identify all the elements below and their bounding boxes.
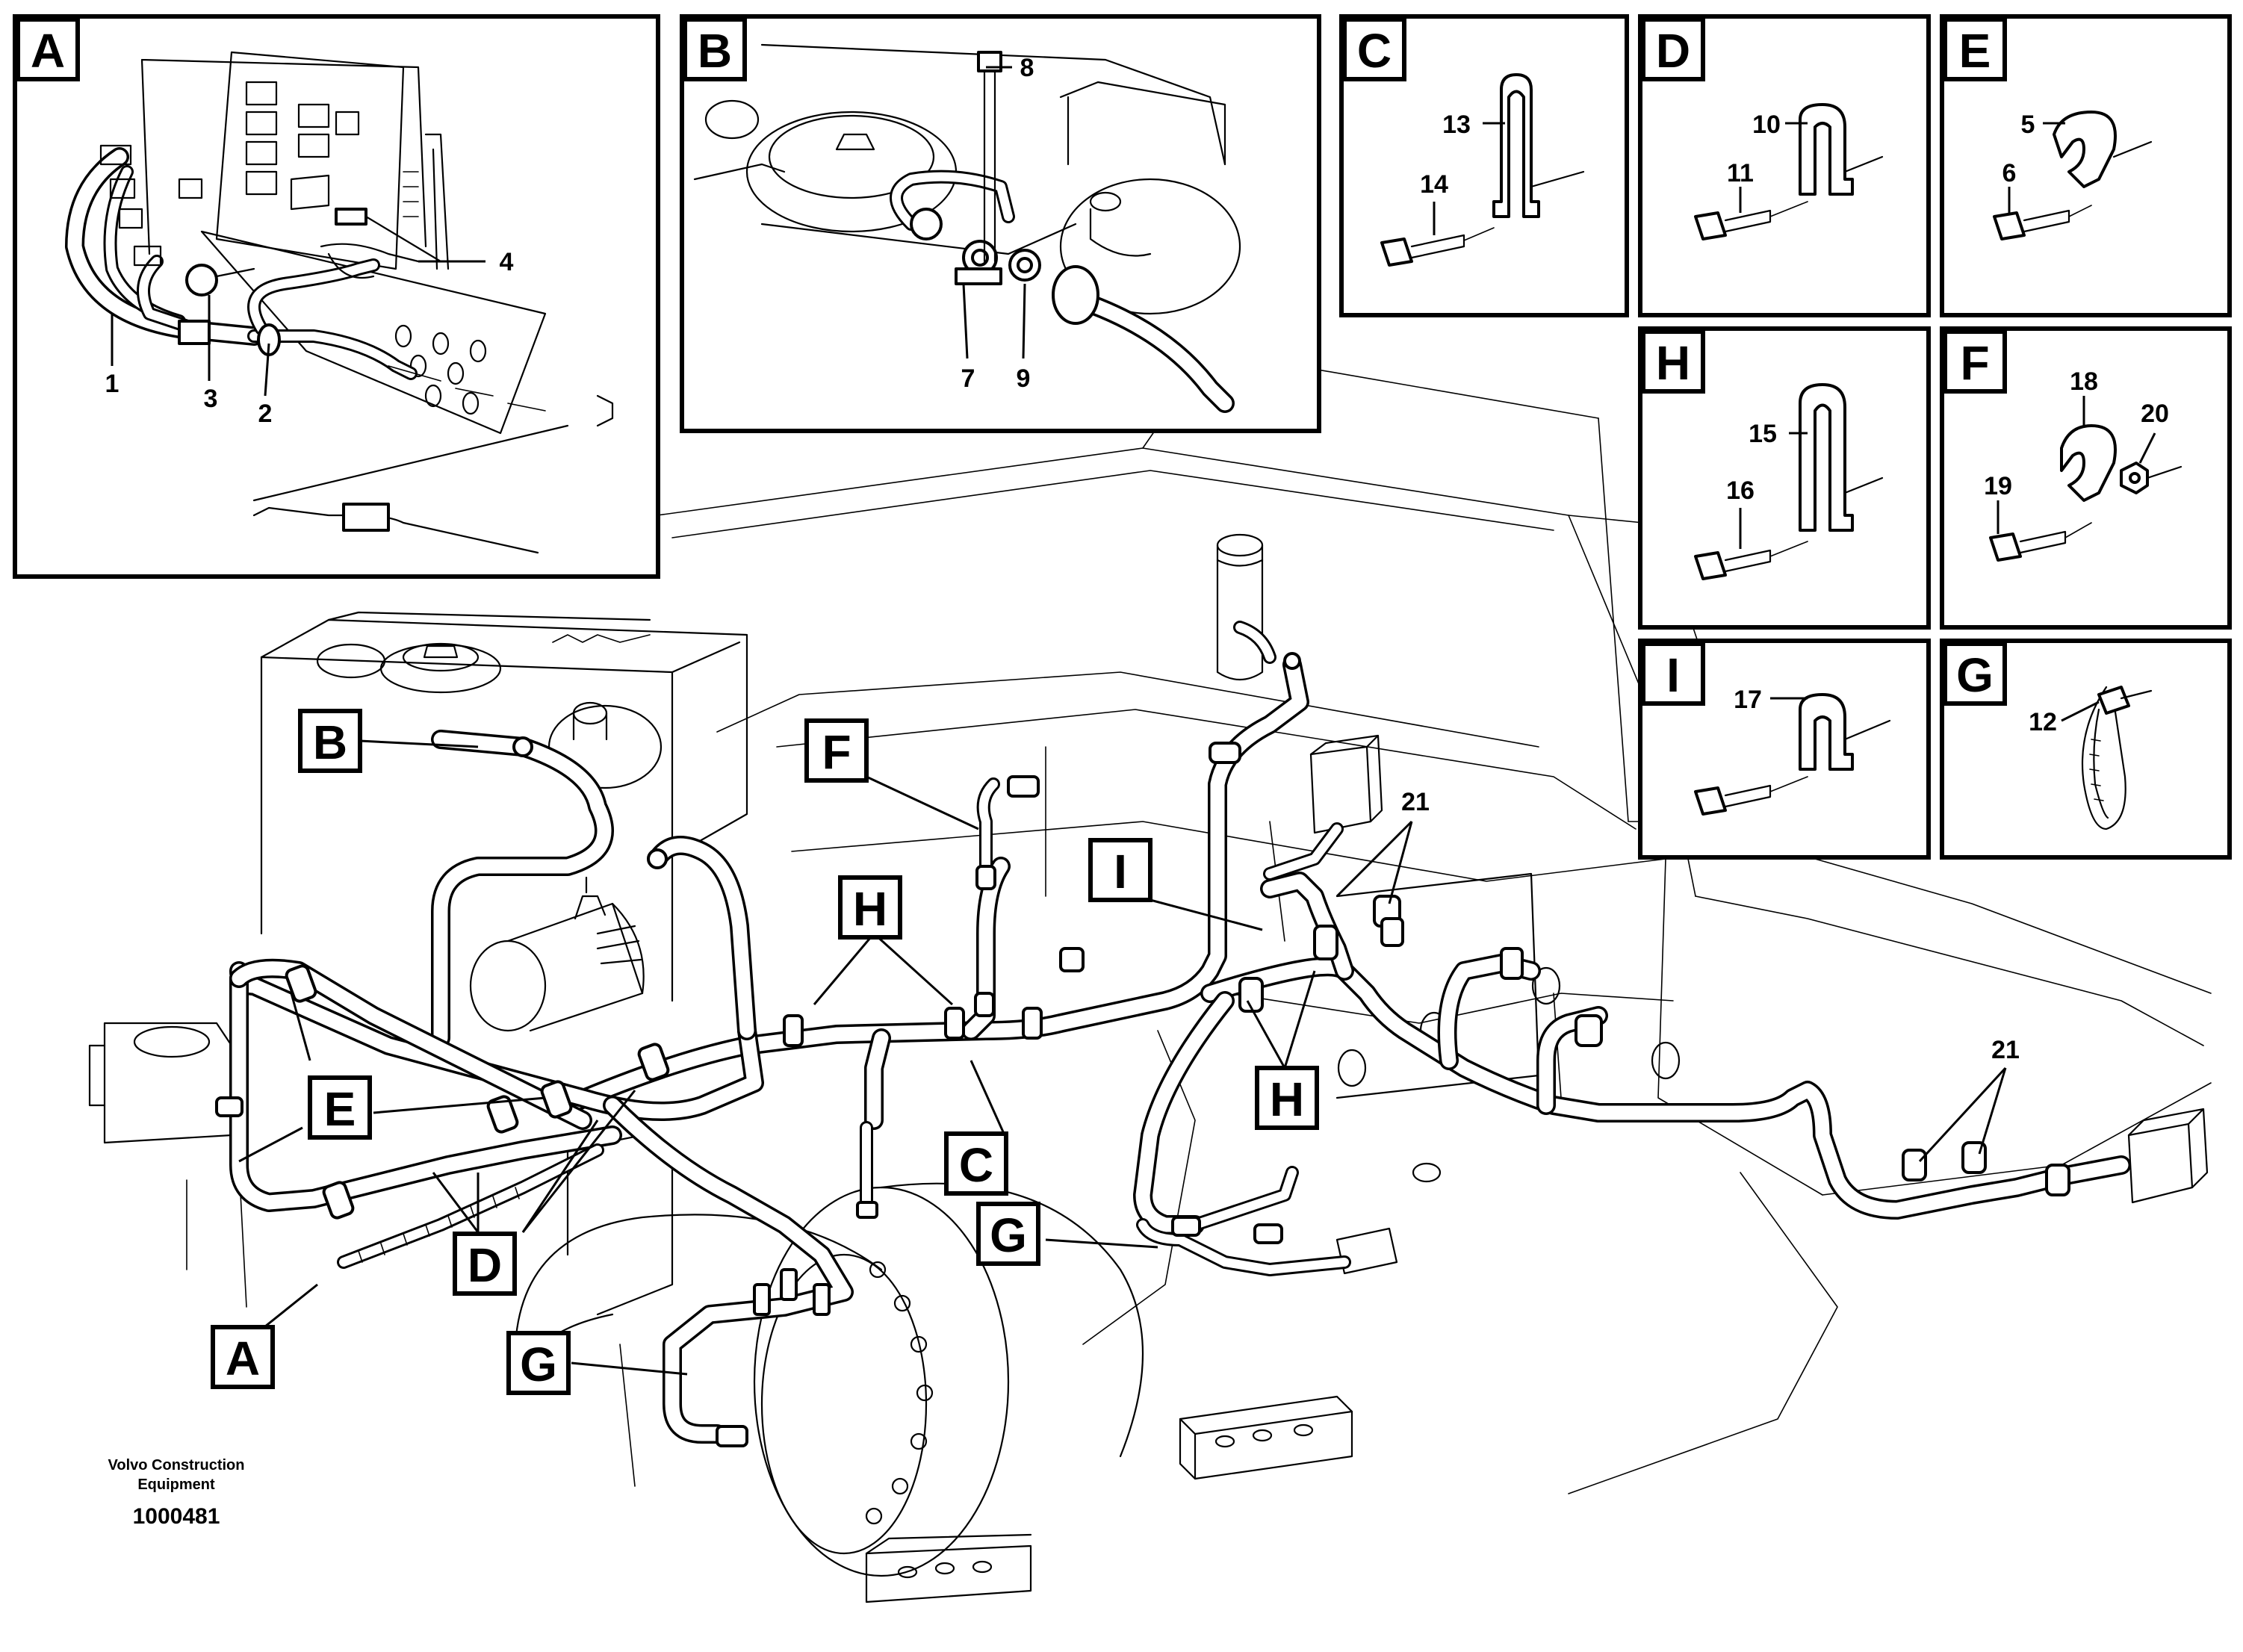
company-name-line2: Equipment [137,1476,215,1493]
callout-b: B [313,715,347,769]
starter-motor [469,876,645,1032]
detail-label-box-h [1641,329,1705,394]
detail-d-drawing [1694,103,1884,240]
detail-g-drawing [2081,686,2153,830]
callout-c: C [959,1138,993,1192]
detail-e-drawing [1993,111,2153,240]
drawing-number: 1000481 [133,1504,220,1529]
detail-label-e: E [1959,24,1991,78]
callout-box-d [453,1232,517,1296]
callout-f: F [822,725,851,779]
axle-housing [514,1182,1144,1603]
callout-box-c [944,1131,1008,1196]
detail-label-d: D [1656,24,1690,78]
part-number-18: 18 [2070,367,2098,396]
part-number-15: 15 [1749,420,1777,448]
part-number-6: 6 [2002,159,2017,187]
detail-label-box-c [1342,17,1406,81]
part-number-12: 12 [2029,708,2057,736]
detail-label-b: B [698,24,732,78]
part-number-21-upper: 21 [1401,788,1430,816]
callout-box-b [298,709,362,773]
detail-f-drawing [1989,424,2182,562]
detail-label-box-g [1943,642,2007,706]
detail-label-box-b [683,17,747,81]
detail-label-c: C [1357,24,1392,78]
callout-box-f [804,718,869,783]
detail-frame-b [680,14,1321,433]
callout-tags: B F H I H E C G D A G [211,709,1319,1395]
callout-box-h-left [838,875,902,940]
callout-box-i [1088,838,1152,902]
company-name-line1: Volvo Construction [108,1457,245,1474]
part-number-13: 13 [1442,111,1471,139]
part-number-2: 2 [258,400,273,428]
part-number-9: 9 [1017,364,1031,393]
callout-h-left: H [853,882,887,936]
filter-canister [1216,533,1264,680]
detail-label-g: G [1956,648,1994,702]
detail-label-box-f [1943,329,2007,394]
callout-g-right: G [990,1208,1027,1262]
detail-h-drawing [1694,383,1884,580]
part-number-7: 7 [961,364,975,393]
part-number-17: 17 [1734,686,1762,714]
drawing-footer: Volvo Construction Equipment 1000481 [108,1457,245,1529]
callout-box-e [308,1075,372,1140]
part-number-14: 14 [1420,170,1448,199]
callout-box-g-left [506,1331,571,1395]
part-number-4: 4 [500,248,514,276]
callout-box-a [211,1325,275,1389]
part-number-20: 20 [2141,400,2169,428]
callout-d: D [468,1238,502,1292]
callout-leaders [238,739,1316,1376]
detail-b-drawing [693,43,1241,413]
detail-label-box-a [16,17,80,81]
part-number-10: 10 [1752,111,1781,139]
detail-label-a: A [31,24,65,78]
detail-label-h: H [1656,336,1690,390]
detail-i-drawing [1694,693,1891,816]
part-number-3: 3 [204,385,218,413]
callout-g-left: G [520,1338,557,1391]
callout-e: E [324,1082,356,1136]
part-number-11: 11 [1727,159,1754,187]
callout-i: I [1114,845,1127,898]
callout-box-h-right [1255,1066,1319,1130]
detail-label-box-i [1641,642,1705,706]
part-number-8: 8 [1020,54,1034,82]
part-number-5: 5 [2021,111,2035,139]
detail-label-i: I [1666,648,1680,702]
callout-h-right: H [1270,1072,1304,1126]
detail-label-f: F [1960,336,1989,390]
detail-label-box-e [1943,17,2007,81]
part-number-16: 16 [1726,476,1755,505]
detail-c-drawing [1380,73,1585,267]
detail-a-drawing [65,51,614,554]
part-number-1: 1 [105,370,120,398]
part-numbers: 1 2 3 4 5 6 7 8 9 10 11 12 13 14 15 16 1… [105,54,2169,1064]
part-number-19: 19 [1984,472,2012,500]
part-leaders [111,66,2156,1163]
detail-label-box-d [1641,17,1705,81]
part-number-21-lower: 21 [1991,1036,2020,1064]
callout-a: A [226,1332,260,1385]
callout-box-g-right [976,1202,1040,1266]
